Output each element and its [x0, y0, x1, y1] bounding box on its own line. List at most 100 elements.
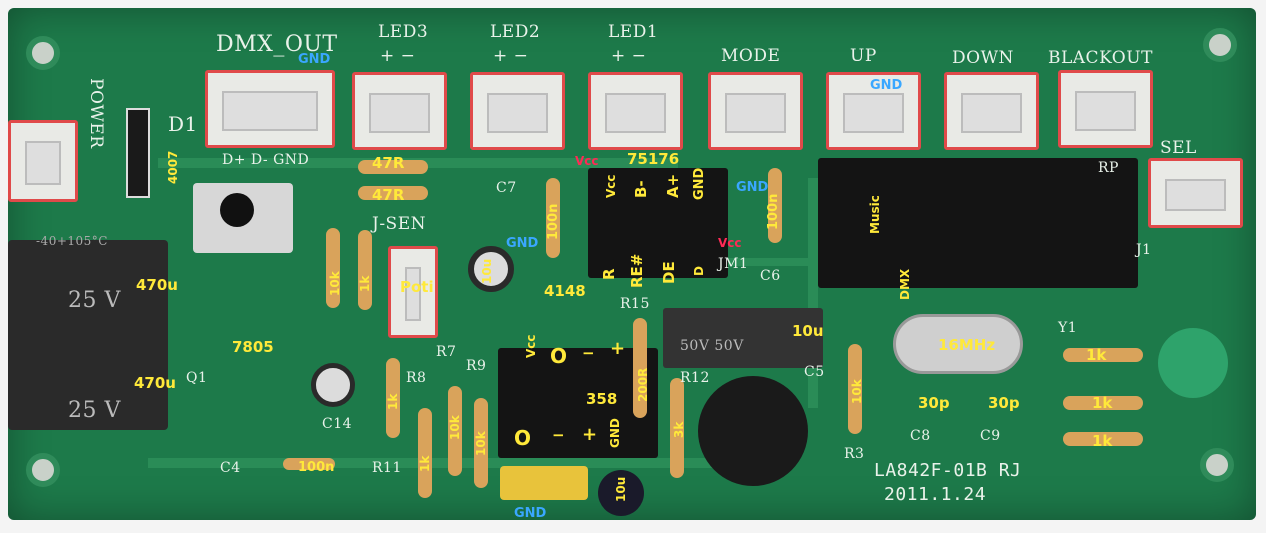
silk-r3: R3 — [844, 446, 865, 462]
capacitor-10u-top — [468, 246, 514, 292]
annotation-gnd-up: GND — [870, 78, 903, 93]
silk-c8: C8 — [910, 428, 931, 444]
silk-jm1: JM1 — [718, 256, 749, 272]
silk-led2: LED2 — [490, 22, 541, 42]
annotation-10k-a: 10k — [328, 271, 342, 296]
annotation-gnd-bottom: GND — [514, 506, 547, 520]
annotation-30p-a: 30p — [918, 394, 950, 412]
annotation-op2-gnd: GND — [608, 418, 622, 448]
resistor-47r — [358, 160, 428, 174]
annotation-10k-c: 10k — [474, 431, 488, 456]
silk-c7: C7 — [496, 180, 517, 196]
silk-y1: Y1 — [1058, 320, 1078, 336]
annotation-75176: 75176 — [627, 150, 680, 168]
annotation-pin-vcc: Vcc — [604, 174, 618, 198]
annotation-op-vcc: Vcc — [524, 334, 538, 358]
annotation-pin-de: DE — [660, 261, 678, 284]
silk-sel: SEL — [1160, 138, 1197, 158]
silk-c14: C14 — [322, 416, 353, 432]
silk-pm: + − — [611, 46, 647, 66]
silk-q1: Q1 — [186, 370, 208, 386]
silk-pm: + − — [380, 46, 416, 66]
annotation-pin-r: R — [600, 268, 618, 280]
silk-r7: R7 — [436, 344, 457, 360]
resistor-1k — [386, 358, 400, 438]
annotation-100n-c7: 100n — [546, 203, 561, 240]
resistor-1k — [1063, 348, 1143, 362]
resistor-10k — [474, 398, 488, 488]
blackout-connector — [1058, 70, 1153, 148]
annotation-op2-plus: + — [582, 424, 598, 445]
silk-c4: C4 — [220, 460, 241, 476]
annotation-1k-e: 1k — [1092, 394, 1113, 412]
annotation-vcc-top: Vcc — [575, 154, 599, 168]
annotation-gnd-c6: GND — [736, 180, 769, 195]
capacitor-100n — [768, 168, 782, 243]
annotation-3k: 3k — [672, 421, 686, 438]
silk-c5: C5 — [804, 364, 825, 380]
annotation-10k-d: 10k — [850, 379, 864, 404]
sel-connector — [1148, 158, 1243, 228]
buzzer — [698, 376, 808, 486]
annotation-1k-d: 1k — [1086, 346, 1107, 364]
annotation-47r-b: 47R — [372, 186, 405, 204]
annotation-470u-b: 470u — [134, 374, 176, 392]
capacitor-100n — [546, 178, 560, 258]
mounting-hole — [26, 36, 60, 70]
mounting-hole — [26, 453, 60, 487]
silk-dmx-pins: D+ D- GND — [222, 152, 310, 168]
diode-d1 — [126, 108, 150, 198]
pcb-trace — [808, 178, 818, 408]
silk-r9: R9 — [466, 358, 487, 374]
annotation-10u-b: 10u — [792, 322, 824, 340]
annotation-358: 358 — [586, 390, 618, 408]
silk-date: 2011.1.24 — [884, 484, 987, 505]
cap-voltage-label: 25 V — [68, 398, 121, 423]
led3-connector — [352, 72, 447, 150]
annotation-music: Music — [868, 195, 882, 234]
annotation-200r: 200R — [636, 367, 650, 402]
silk-j1: J1 — [1136, 242, 1152, 258]
annotation-16mhz: 16MHz — [938, 336, 996, 354]
ic-microcontroller — [818, 158, 1138, 288]
annotation-op-o: O — [550, 344, 568, 368]
crystal-16mhz — [893, 314, 1023, 374]
annotation-30p-b: 30p — [988, 394, 1020, 412]
ic-75176 — [588, 168, 728, 278]
annotation-pin-gnd: GND — [692, 167, 707, 200]
silk-power: POWER — [86, 78, 106, 149]
silk-pm: + − — [493, 46, 529, 66]
annotation-470u-a: 470u — [136, 276, 178, 294]
silk-rp: RP — [1098, 160, 1119, 176]
annotation-1k-f: 1k — [1092, 432, 1113, 450]
annotation-vcc-jm1: Vcc — [718, 236, 742, 250]
silk-r11: R11 — [372, 460, 402, 476]
silk-led3: LED3 — [378, 22, 429, 42]
annotation-op2-o: O — [514, 426, 532, 450]
annotation-7805: 7805 — [232, 338, 274, 356]
annotation-pin-d: D — [692, 266, 706, 276]
resistor-1k — [418, 408, 432, 498]
ecap-label: 50V 50V — [680, 338, 744, 354]
annotation-dmx: DMX — [898, 268, 912, 300]
pcb-board: DMX_OUT LED3 + − LED2 + − LED1 + − MODE … — [8, 8, 1256, 520]
silk-blackout: BLACKOUT — [1048, 48, 1153, 68]
silk-down: DOWN — [952, 48, 1014, 68]
annotation-1k-a: 1k — [358, 275, 372, 292]
annotation-op-minus: − — [582, 344, 595, 362]
mounting-hole — [1200, 448, 1234, 482]
cap-voltage-label: 25 V — [68, 288, 121, 313]
silk-led1: LED1 — [608, 22, 659, 42]
resistor-1k — [1063, 396, 1143, 410]
annotation-100n-c4: 100n — [298, 460, 335, 475]
annotation-gnd-c7: GND — [506, 236, 539, 251]
cap-temp-label: -40+105°C — [36, 234, 108, 248]
yellow-capacitor — [500, 466, 588, 500]
annotation-pin-a: A+ — [664, 173, 682, 198]
annotation-4007: 4007 — [166, 150, 180, 184]
silk-d1: D1 — [168, 112, 198, 136]
annotation-pin-re: RE# — [628, 253, 646, 288]
mode-connector — [708, 72, 803, 150]
annotation-1k-c: 1k — [418, 455, 432, 472]
poti-connector — [388, 246, 438, 338]
